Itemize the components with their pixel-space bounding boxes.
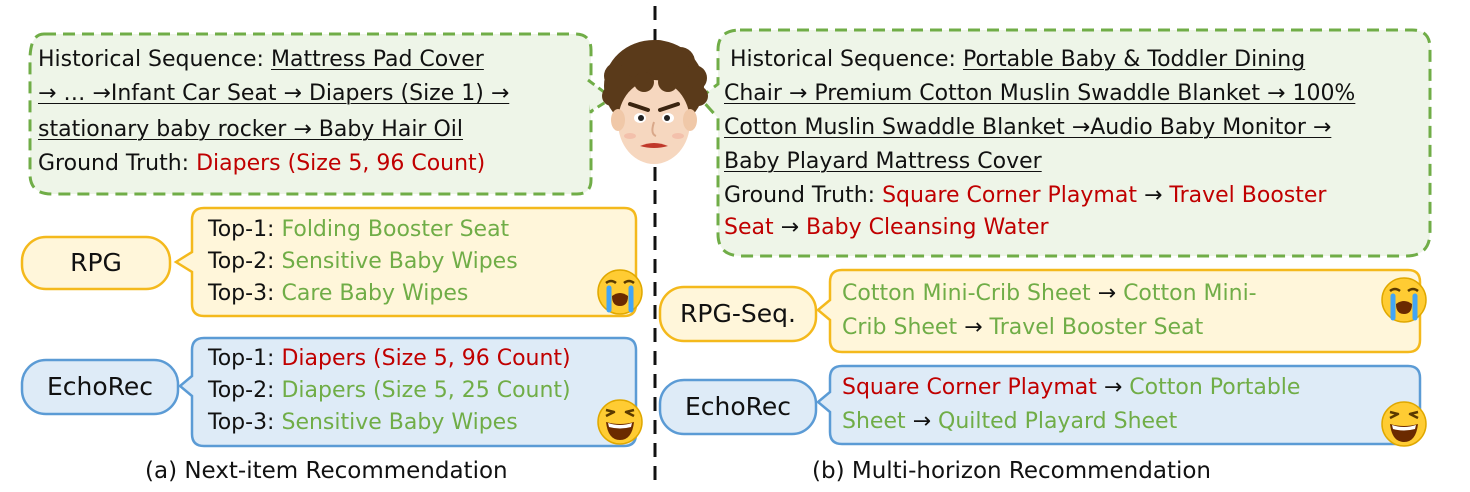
rpg-output-bubble (173, 206, 638, 318)
left-history-line-2: → … →Infant Car Seat → Diapers (Size 1) … (38, 81, 510, 106)
rpg-label: RPG (70, 248, 122, 277)
right-history-box (697, 28, 1432, 258)
echorec-label: EchoRec (46, 372, 154, 401)
rpg-seq-line-2: Crib Sheet → Travel Booster Seat (842, 315, 1204, 340)
user-face-icon (602, 40, 708, 164)
left-caption: (a) Next-item Recommendation (145, 458, 508, 484)
laughing-face-icon (1381, 401, 1427, 447)
crying-face-icon (1381, 277, 1427, 323)
right-history-line-3: Cotton Muslin Swaddle Blanket →Audio Bab… (724, 115, 1332, 140)
right-history-line-2: Chair → Premium Cotton Muslin Swaddle Bl… (724, 81, 1356, 106)
left-ground-truth: Ground Truth: Diapers (Size 5, 96 Count) (38, 151, 486, 176)
rpg-top1: Top-1: Folding Booster Seat (208, 217, 510, 242)
left-ground-truth-value: Diapers (Size 5, 96 Count) (196, 151, 486, 176)
rpg-seq-output-bubble (816, 268, 1422, 354)
right-echorec-output-bubble (816, 364, 1422, 446)
laughing-face-icon (597, 399, 643, 445)
rpg-seq-label-bubble (658, 285, 818, 343)
left-history-box (28, 32, 593, 196)
left-history-item: Mattress Pad Cover (270, 47, 484, 72)
right-echorec-line-2: Sheet → Quilted Playard Sheet (842, 409, 1178, 434)
crying-face-icon (597, 269, 643, 315)
right-echorec-line-1: Square Corner Playmat → Cotton Portable (842, 375, 1301, 400)
echorec-output-bubble (178, 336, 638, 448)
rpg-top2: Top-2: Sensitive Baby Wipes (208, 249, 518, 274)
right-history-line-1: Historical Sequence: Portable Baby & Tod… (730, 47, 1306, 72)
right-caption: (b) Multi-horizon Recommendation (812, 458, 1212, 484)
rpg-seq-label: RPG-Seq. (680, 299, 796, 328)
right-ground-truth-line-2: Seat → Baby Cleansing Water (724, 215, 1049, 240)
rpg-top3: Top-3: Care Baby Wipes (208, 281, 469, 306)
right-history-line-4: Baby Playard Mattress Cover (724, 149, 1042, 174)
echorec-label-bubble (20, 358, 180, 416)
right-ground-truth-line-1: Ground Truth: Square Corner Playmat → Tr… (724, 183, 1327, 208)
left-history-label: Historical Sequence: (38, 47, 264, 72)
left-history-line-3: stationary baby rocker → Baby Hair Oil (38, 117, 464, 142)
right-echorec-label: EchoRec (684, 392, 792, 421)
echorec-top1: Top-1: Diapers (Size 5, 96 Count) (208, 346, 571, 371)
rpg-label-bubble (20, 235, 172, 291)
left-history-line-1: Historical Sequence: Mattress Pad Cover (38, 42, 484, 78)
right-echorec-label-bubble (658, 378, 818, 436)
echorec-top2: Top-2: Diapers (Size 5, 25 Count) (208, 378, 571, 403)
rpg-seq-line-1: Cotton Mini-Crib Sheet → Cotton Mini- (842, 281, 1257, 306)
echorec-top3: Top-3: Sensitive Baby Wipes (208, 410, 518, 435)
